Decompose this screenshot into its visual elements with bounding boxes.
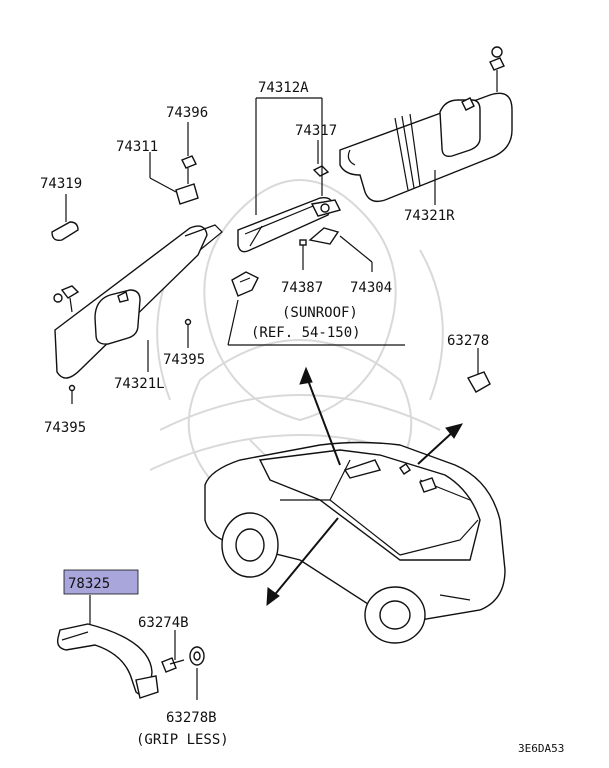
highlight-box bbox=[63, 569, 139, 595]
sunroof-bracket bbox=[231, 271, 259, 297]
assist-grip bbox=[56, 623, 159, 699]
label-74319: 74319 bbox=[40, 176, 82, 192]
screw-63274b bbox=[161, 657, 185, 673]
clip-63278 bbox=[466, 360, 491, 393]
screw-74395-upper bbox=[184, 318, 192, 338]
label-74321r: 74321R bbox=[404, 208, 455, 224]
screw-74395-lower bbox=[68, 384, 76, 404]
visor-clip bbox=[51, 221, 79, 242]
label-63278b: 63278B bbox=[166, 710, 217, 726]
label-74311: 74311 bbox=[116, 139, 158, 155]
direction-arrows bbox=[266, 366, 464, 607]
label-74387: 74387 bbox=[281, 280, 323, 296]
label-74395-lower: 74395 bbox=[44, 420, 86, 436]
grip-less-note: (GRIP LESS) bbox=[136, 732, 229, 748]
label-63274b: 63274B bbox=[138, 615, 189, 631]
car-outline bbox=[204, 441, 506, 644]
label-74395-upper: 74395 bbox=[163, 352, 205, 368]
label-63278: 63278 bbox=[447, 333, 489, 349]
label-74321l: 74321L bbox=[114, 376, 165, 392]
sunroof-note: (SUNROOF) bbox=[282, 305, 358, 321]
ref-note: (REF. 54-150) bbox=[251, 325, 361, 341]
label-74304: 74304 bbox=[350, 280, 392, 296]
cap-63278b bbox=[189, 646, 205, 666]
leader-lines bbox=[65, 97, 479, 700]
diagram-code: 3E6DA53 bbox=[518, 742, 564, 755]
label-74317: 74317 bbox=[295, 123, 337, 139]
sun-visor-left bbox=[53, 224, 223, 379]
sun-visor-right bbox=[339, 46, 513, 203]
label-74396: 74396 bbox=[166, 105, 208, 121]
rear-view-mirror bbox=[237, 165, 342, 258]
label-74312a: 74312A bbox=[258, 80, 309, 96]
visor-bracket bbox=[175, 122, 199, 205]
label-78325: 78325 bbox=[68, 576, 110, 592]
